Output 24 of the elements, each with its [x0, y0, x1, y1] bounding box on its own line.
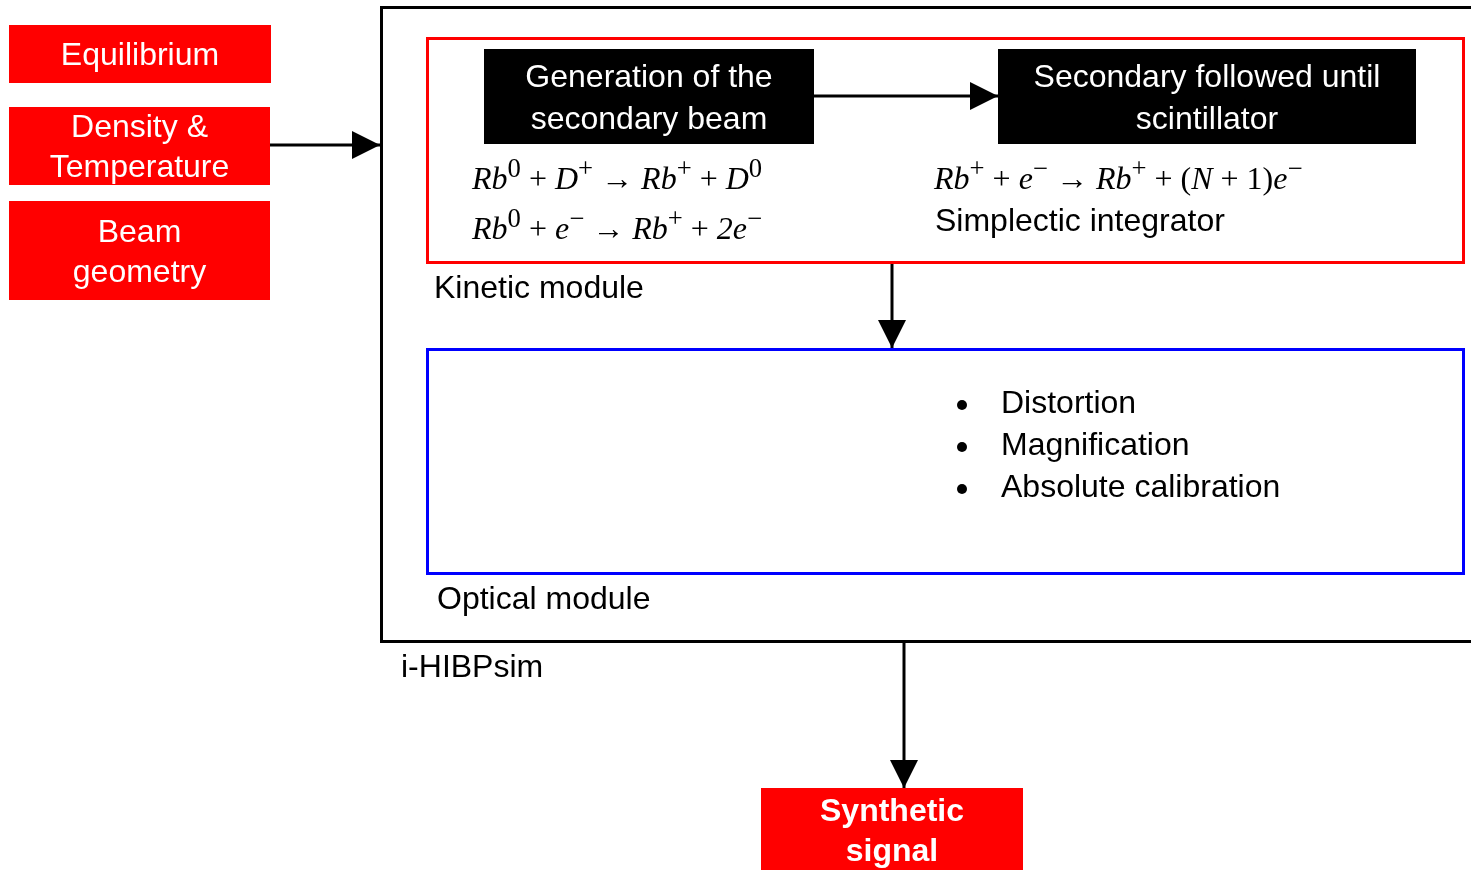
arrow [878, 264, 906, 348]
box-label: Synthetic signal [819, 791, 965, 870]
input-box [9, 107, 270, 185]
output-box [761, 788, 1023, 870]
module-label: Kinetic module [434, 269, 644, 306]
arrow [814, 82, 998, 110]
box-label: Equilibrium [59, 35, 221, 74]
equation: Rb$^{+}$ + e$^{−}$ → Rb$^{+}$ + (N + 1)e$^{−}$ [934, 152, 1303, 198]
input-box [9, 201, 270, 300]
input-box [9, 25, 271, 83]
module-label: Optical module [437, 580, 651, 617]
bullet-item: Magnification [1001, 426, 1190, 462]
arrow [890, 643, 918, 788]
equation: Rb$^{0}$ + e$^{−}$ → Rb$^{+}$ + 2e$^{−}$ [472, 202, 763, 248]
module-label: i-HIBPsim [401, 648, 544, 685]
process-label: Generation of the secondary beam [524, 56, 774, 138]
note-text: Simplectic integrator [935, 201, 1225, 240]
equation: Rb$^{0}$ + D$^{+}$ → Rb$^{+}$ + D$^{0}$ [472, 152, 763, 198]
box-label: Beam geometry [71, 211, 208, 291]
box-label: Density & Temperature [48, 107, 231, 186]
process-label: Secondary followed until scintillator [1032, 56, 1382, 138]
bullet-item: Distortion [1001, 384, 1137, 420]
bullet-item: Absolute calibration [1001, 468, 1281, 504]
arrow [270, 131, 380, 159]
